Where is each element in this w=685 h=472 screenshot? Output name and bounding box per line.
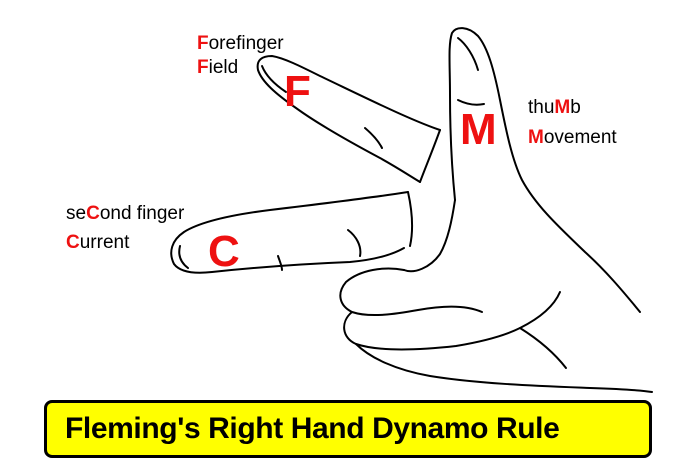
forefinger-outline <box>256 55 441 183</box>
field-rest: ield <box>208 57 239 78</box>
second-finger-meaning: Current <box>66 233 129 253</box>
second-finger-lead-letter: C <box>86 203 100 224</box>
hand-base <box>355 343 653 393</box>
current-lead-letter: C <box>66 232 80 253</box>
forefinger-meaning: Field <box>197 58 238 78</box>
thumb-big-letter: M <box>460 105 497 154</box>
forefinger-nail <box>261 65 287 93</box>
thumb-nail <box>457 37 479 71</box>
second-finger-outline <box>170 191 409 274</box>
thumb-lead-letter: M <box>554 97 571 118</box>
thumb-outline <box>448 27 641 313</box>
thumb-word: thuMb <box>528 98 581 118</box>
forefinger-lead-letter: F <box>197 33 209 54</box>
second-finger-word: seCond finger <box>66 204 184 224</box>
second-finger-big-letter: C <box>208 227 240 276</box>
thumb-meaning: Movement <box>528 128 617 148</box>
thumb-word-pre: thu <box>528 97 555 118</box>
diagram-title: Fleming's Right Hand Dynamo Rule <box>65 412 560 445</box>
second-finger-knuckle <box>347 229 362 257</box>
title-banner: Fleming's Right Hand Dynamo Rule <box>44 400 652 458</box>
forefinger-big-letter: F <box>284 67 311 116</box>
forefinger-word-rest: orefinger <box>208 33 284 54</box>
curled-fingers <box>339 267 561 351</box>
hand-detail-line <box>519 327 567 369</box>
second-finger-crease <box>277 255 283 271</box>
thumb-word-post: b <box>570 97 581 118</box>
second-finger-word-pre: se <box>66 203 87 224</box>
movement-lead-letter: M <box>528 127 544 148</box>
forefinger-crease <box>364 127 383 149</box>
forefinger-word: Forefinger <box>197 34 284 54</box>
field-lead-letter: F <box>197 57 209 78</box>
current-rest: urrent <box>79 232 130 253</box>
movement-rest: ovement <box>543 127 617 148</box>
thumb-crease <box>457 99 485 106</box>
palm-outline <box>403 129 456 273</box>
second-finger-nail <box>178 245 189 269</box>
second-finger-word-post: ond finger <box>99 203 185 224</box>
